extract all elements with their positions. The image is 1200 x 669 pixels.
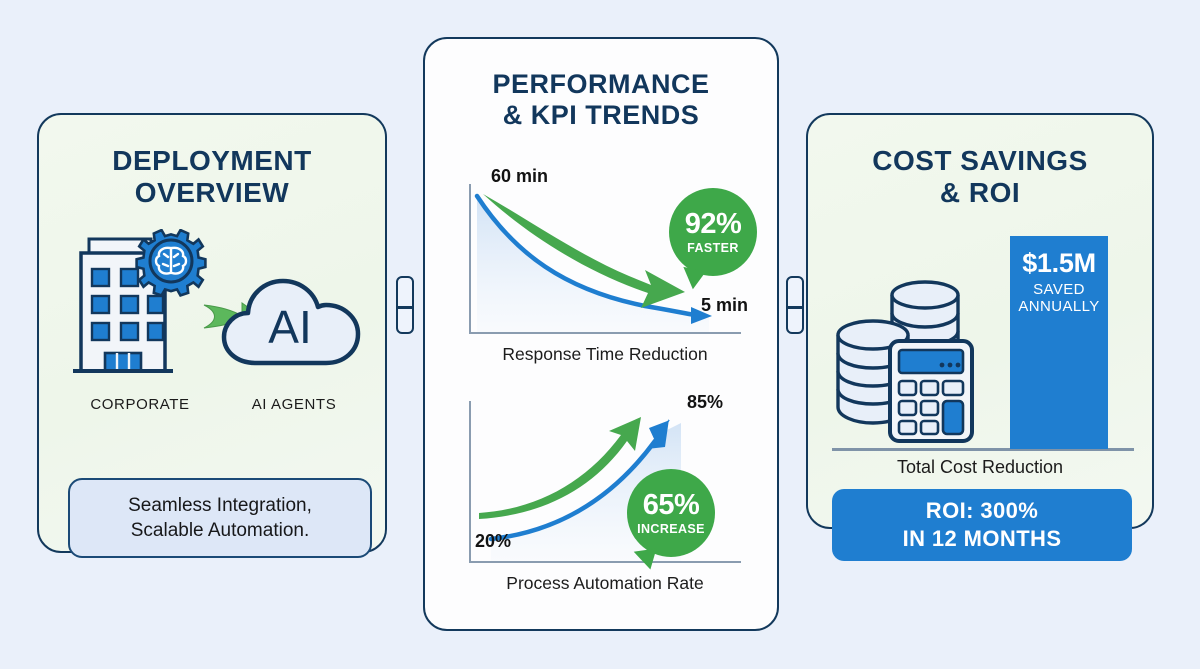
chart2-badge-value: 65% xyxy=(642,488,700,521)
corporate-label: Corporate xyxy=(90,396,190,413)
connector-right xyxy=(786,276,804,334)
roi-banner-text: ROI: 300% IN 12 MONTHS xyxy=(902,498,1062,551)
chart1-badge-label: FASTER xyxy=(687,240,739,255)
integration-caption-box: Seamless Integration, Scalable Automatio… xyxy=(68,478,372,558)
connector-left-divider xyxy=(398,306,412,309)
cost-savings-roi-panel: Cost Savings & ROI xyxy=(806,113,1154,529)
chart2-start-value: 20% xyxy=(475,531,512,551)
savings-bar-amount: $1.5M xyxy=(1022,248,1096,278)
chart2-badge: 65% INCREASE xyxy=(627,469,715,572)
chart1-caption: Response Time Reduction xyxy=(502,344,708,364)
connector-left xyxy=(396,276,414,334)
chart1-x-axis xyxy=(469,332,741,334)
chart2-x-axis xyxy=(469,561,741,563)
chart2-caption: Process Automation Rate xyxy=(506,573,704,593)
ai-agents-label: AI Agents xyxy=(251,396,337,413)
chart1-badge: 92% FASTER xyxy=(669,188,757,292)
coin-stacks-calculator-icon xyxy=(830,255,1010,451)
response-time-chart: 60 min 5 min 92% FASTER Response Time Re… xyxy=(469,166,757,374)
chart2-y-axis xyxy=(469,401,471,563)
chart1-start-value: 60 min xyxy=(491,166,549,186)
savings-bar: $1.5M SAVED ANNUALLY xyxy=(1010,236,1108,449)
performance-kpi-panel: Performance & KPI Trends xyxy=(423,37,779,631)
performance-kpi-title: Performance & KPI Trends xyxy=(492,69,710,131)
integration-caption-text: Seamless Integration, Scalable Automatio… xyxy=(128,494,312,541)
connector-right-divider xyxy=(788,306,802,309)
office-building-gear-brain-icon xyxy=(67,228,211,379)
chart2-badge-label: INCREASE xyxy=(637,521,705,536)
total-cost-reduction-caption: Total Cost Reduction xyxy=(896,457,1064,477)
chart2-end-value: 85% xyxy=(687,392,724,412)
cost-savings-roi-title: Cost Savings & ROI xyxy=(872,145,1088,209)
chart1-y-axis xyxy=(469,184,471,334)
ai-cloud-icon: AI xyxy=(218,267,368,375)
chart1-plot xyxy=(474,193,712,332)
savings-bar-sublabel: SAVED ANNUALLY xyxy=(1018,281,1100,316)
chart2-badge-tail xyxy=(633,548,660,572)
cloud-ai-label: AI xyxy=(268,301,311,353)
cost-chart-baseline xyxy=(832,448,1134,451)
roi-banner: ROI: 300% IN 12 MONTHS xyxy=(832,489,1132,561)
deployment-overview-title: Deployment Overview xyxy=(112,145,312,209)
chart1-end-value: 5 min xyxy=(701,295,749,315)
process-automation-chart: 20% 85% 65% INCREASE Process Automation … xyxy=(469,387,741,605)
chart1-badge-value: 92% xyxy=(684,207,742,240)
